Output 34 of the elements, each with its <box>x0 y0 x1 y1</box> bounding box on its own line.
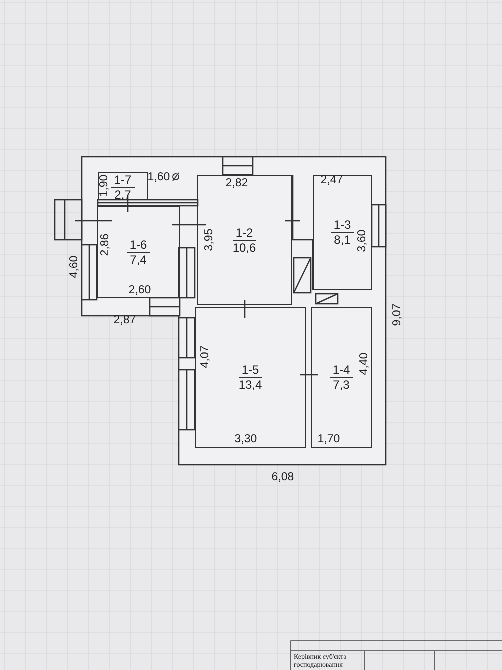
dimension-label: 3,60 <box>356 230 370 252</box>
dimension-label: 9,07 <box>392 304 404 326</box>
dimension-label: 2,87 <box>114 314 136 328</box>
room-area: 8,1 <box>331 233 354 247</box>
dimension-label: 2,86 <box>100 234 112 256</box>
dimension-label: 3,95 <box>204 228 216 252</box>
room <box>195 307 306 448</box>
dimension-label: 2,60 <box>128 284 152 298</box>
room <box>97 206 180 298</box>
dimension-label: 1,70 <box>318 434 340 446</box>
dimension-label: 3,30 <box>234 434 258 446</box>
dimension-label: 1,90 <box>98 174 112 198</box>
room-area: 10,6 <box>230 240 260 254</box>
room <box>197 175 292 305</box>
dimension-label: 2,47 <box>320 174 344 188</box>
room-number: 1-3 <box>330 218 354 233</box>
room <box>313 175 372 290</box>
room-area: 13,4 <box>236 378 266 392</box>
room-number: 1-4 <box>330 363 354 378</box>
dimension-label: 4,40 <box>358 352 372 376</box>
room-number: 1-2 <box>232 226 256 240</box>
room-area: 7,3 <box>330 378 353 392</box>
room-number: 1-7 <box>111 173 135 188</box>
room-number: 1-6 <box>126 238 150 252</box>
dimension-label: 4,60 <box>68 256 82 278</box>
dimension-label: 1,60 <box>148 172 170 184</box>
dimension-label: 4,07 <box>200 346 212 368</box>
dimension-label: 6,08 <box>272 472 294 484</box>
room-area: 2,7 <box>112 188 134 202</box>
dimension-label: 2,82 <box>226 178 248 190</box>
room-area: 7,4 <box>127 252 150 266</box>
room-number: 1-5 <box>238 363 262 378</box>
room <box>311 307 372 448</box>
room <box>98 172 148 200</box>
